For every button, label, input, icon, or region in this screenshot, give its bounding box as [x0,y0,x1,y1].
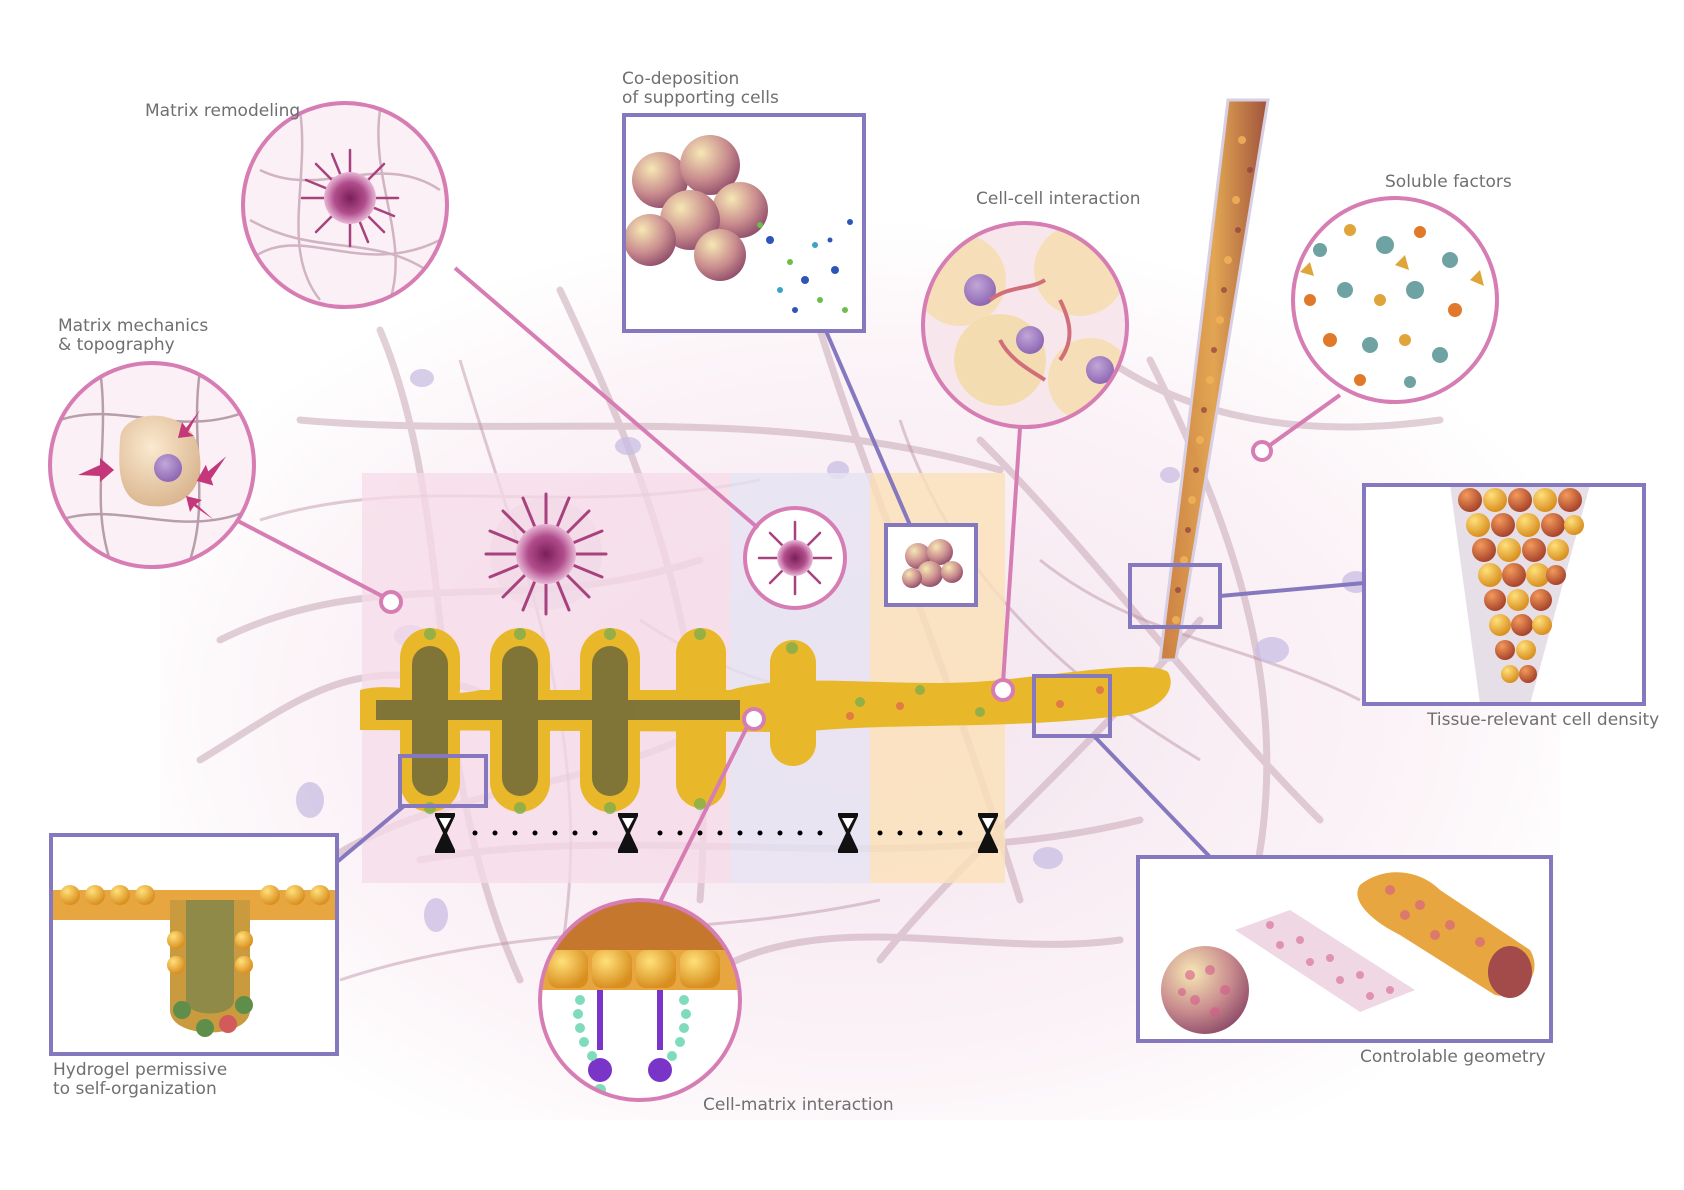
hourglass-icon [435,813,455,853]
hourglass-icon [618,813,638,853]
label-hydrogel-1: Hydrogel permissive [53,1060,227,1080]
connector-endpoints [379,440,1273,731]
callout-matrix-remodeling [241,101,449,309]
bioprinting-nozzle [1158,98,1270,662]
hourglass-icon [978,813,998,853]
callout-hydrogel-permissive [49,833,339,1056]
callout-cell-matrix-interaction [538,898,742,1102]
hydrogel-marker-box [398,754,488,808]
geometry-marker-box [1032,674,1112,738]
label-co-deposition-1: Co-deposition [622,69,739,89]
spiky-spheroid-large [484,492,608,616]
callout-controlable-geometry [1136,855,1553,1043]
label-cell-density: Tissue-relevant cell density [1426,710,1659,730]
label-matrix-remodeling: Matrix remodeling [145,101,300,121]
label-soluble-factors: Soluble factors [1385,172,1512,192]
label-cell-matrix-interaction: Cell-matrix interaction [703,1095,894,1115]
callout-co-deposition [622,113,866,333]
spiky-spheroid-small [743,506,847,610]
label-hydrogel-2: to self-organization [53,1079,217,1099]
callout-cell-density [1362,483,1646,706]
callout-connectors [235,266,1365,903]
label-controlable-geometry: Controlable geometry [1360,1047,1546,1067]
label-matrix-mechanics-1: Matrix mechanics [58,316,208,336]
callout-soluble-factors [1291,196,1499,404]
label-cell-cell-interaction: Cell-cell interaction [976,189,1141,209]
co-deposition-marker [884,523,978,607]
hourglass-icon [838,813,858,853]
printed-tissue-strand [360,628,1171,814]
label-co-deposition-2: of supporting cells [622,88,779,108]
timeline [435,813,998,853]
callout-matrix-mechanics [48,361,256,569]
label-matrix-mechanics-2: & topography [58,335,175,355]
